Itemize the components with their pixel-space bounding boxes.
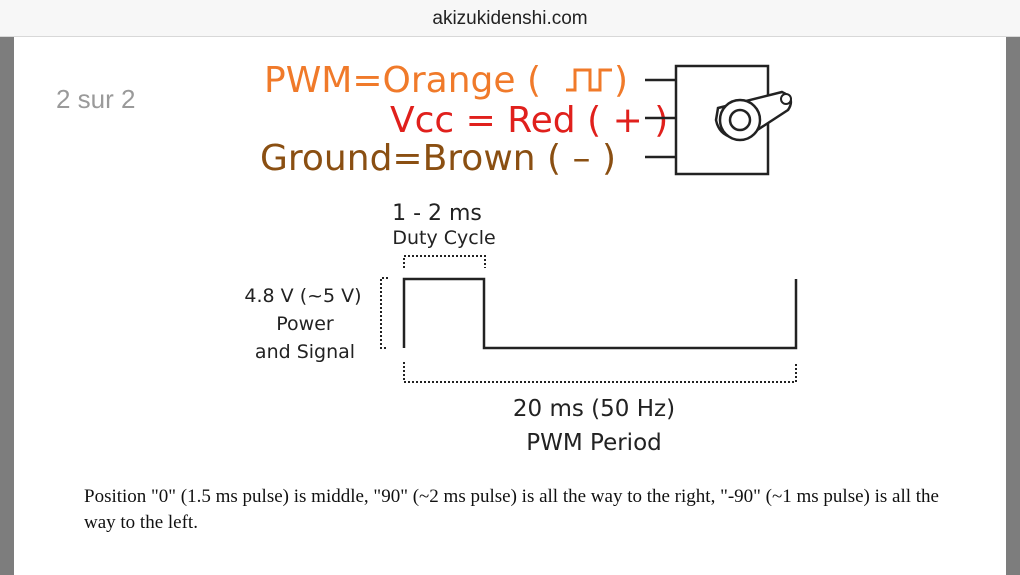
pwm-wire-label: PWM=Orange ( [264,60,541,101]
viewer-right-margin [1006,37,1020,575]
duty-cycle-range: 1 - 2 ms [392,201,482,226]
position-description: Position "0" (1.5 ms pulse) is middle, "… [84,486,939,533]
pwm-pulse-symbol-icon [566,68,612,92]
servo-pwm-diagram: PWM=Orange ( ) Vcc = Red ( + ) Ground=Br… [244,60,798,456]
period-bracket [403,362,797,383]
voltage-label-line1: Power [276,313,334,335]
duty-cycle-label: Duty Cycle [392,227,495,249]
document-page [14,37,1006,575]
servo-horn-icon [714,90,793,142]
voltage-value: 4.8 V (~5 V) [244,285,361,307]
viewer-left-margin [0,37,14,575]
url-text: akizukidenshi.com [432,8,588,29]
duty-cycle-bracket [403,255,486,268]
page-counter: 2 sur 2 [56,84,136,114]
voltage-bracket [380,277,388,349]
pwm-signal-waveform [402,277,798,350]
vcc-wire-label: Vcc = Red ( + ) [390,100,668,141]
period-value: 20 ms (50 Hz) [513,396,675,422]
period-label: PWM Period [526,430,661,456]
browser-address-bar[interactable]: akizukidenshi.com [0,0,1020,37]
ground-wire-label: Ground=Brown ( – ) [260,138,616,179]
pwm-wire-label-close: ) [614,60,628,101]
voltage-label-line2: and Signal [255,341,355,363]
